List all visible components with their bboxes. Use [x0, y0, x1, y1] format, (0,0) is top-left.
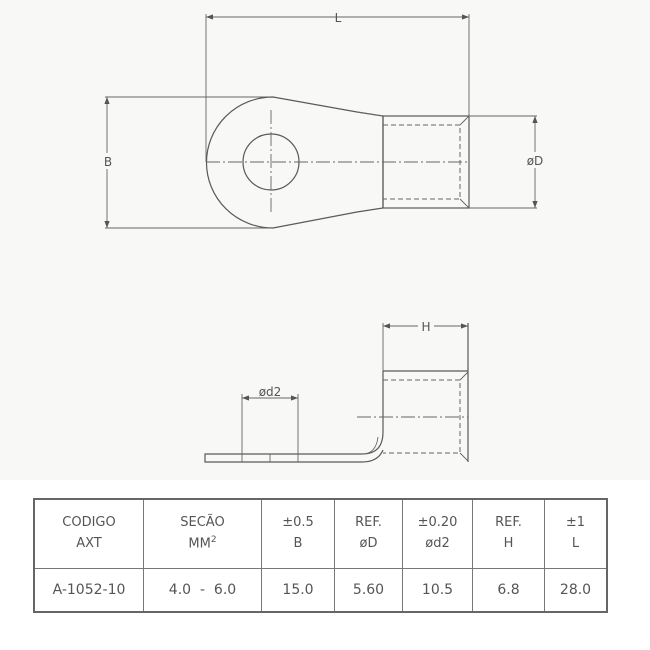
- drawing-svg: L B øD: [101, 11, 548, 463]
- D-label: øD: [527, 154, 544, 168]
- side-view: H ød2: [204, 318, 469, 463]
- cell-B: 15.0: [261, 568, 335, 613]
- header-d2: ±0.20 ød2: [402, 498, 473, 569]
- header-line2: ød2: [425, 536, 450, 551]
- header-H: REF. H: [472, 498, 545, 569]
- header-line2: L: [571, 536, 580, 551]
- header-line2: AXT: [76, 536, 102, 551]
- H-label: H: [421, 320, 430, 334]
- cell-L: 28.0: [544, 568, 608, 613]
- side-profile: [204, 371, 384, 463]
- header-superscript: 2: [210, 535, 217, 546]
- header-line1: ±0.20: [417, 515, 458, 531]
- header-line1: CODIGO: [62, 515, 116, 531]
- header-line1: REF.: [355, 515, 382, 531]
- d2-label: ød2: [259, 385, 282, 399]
- B-label: B: [104, 155, 112, 169]
- header-secao: SECÃO MM2: [143, 498, 262, 569]
- top-view: L B øD: [101, 11, 548, 229]
- cell-d2: 10.5: [402, 568, 473, 613]
- cell-codigo: A-1052-10: [33, 568, 144, 613]
- L-label: L: [335, 11, 342, 25]
- cell-D: 5.60: [334, 568, 403, 613]
- header-D: REF. øD: [334, 498, 403, 569]
- header-line2: øD: [359, 536, 378, 551]
- cell-secao: 4.0 - 6.0: [143, 568, 262, 613]
- table-row: A-1052-10 4.0 - 6.0 15.0 5.60 10.5 6.8 2…: [33, 568, 608, 613]
- header-line2: B: [293, 536, 303, 551]
- ring-terminal-drawing: L B øD: [101, 11, 548, 463]
- header-line1: SECÃO: [180, 514, 225, 530]
- header-line2: H: [503, 536, 514, 551]
- header-line2: MM: [188, 536, 211, 552]
- header-line1: ±0.5: [282, 515, 314, 531]
- header-line1: REF.: [495, 515, 522, 531]
- ring-tongue-outline: [205, 96, 384, 229]
- cell-H: 6.8: [472, 568, 545, 613]
- header-line1: ±1: [565, 515, 586, 531]
- header-codigo: CODIGO AXT: [33, 498, 144, 569]
